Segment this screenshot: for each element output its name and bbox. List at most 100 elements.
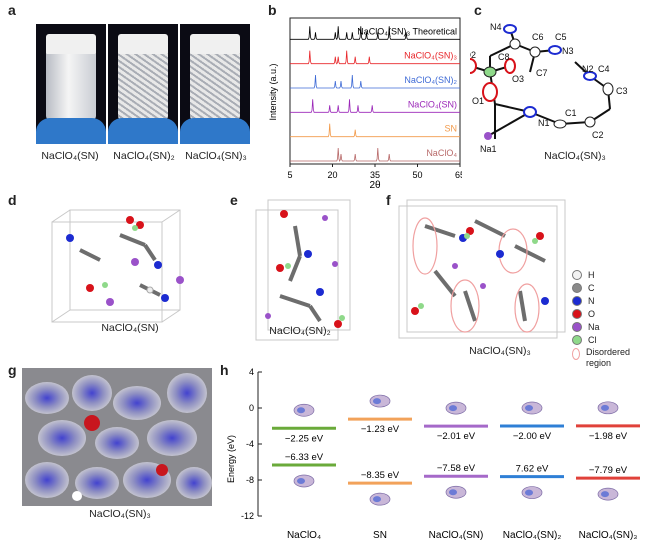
xrd-trace bbox=[290, 147, 460, 162]
crystal-structure-d bbox=[51, 209, 184, 323]
xrd-tick-label: 65 bbox=[455, 170, 462, 180]
xrd-ylabel: Intensity (a.u.) bbox=[268, 63, 278, 120]
svg-text:C3: C3 bbox=[616, 86, 628, 96]
charge-density-image bbox=[22, 368, 212, 506]
legend-swatch-ring bbox=[572, 348, 580, 360]
energy-value-label: −8.35 eV bbox=[361, 470, 400, 481]
orbital-lobe bbox=[601, 491, 609, 498]
legend-label: Cl bbox=[588, 334, 597, 345]
xrd-trace-label: SN bbox=[444, 124, 457, 134]
legend-label: O bbox=[588, 308, 596, 319]
xrd-trace bbox=[290, 123, 460, 138]
svg-text:O2: O2 bbox=[470, 50, 476, 60]
xrd-trace-label: NaClO₄(SN)₂ bbox=[404, 75, 457, 85]
svg-text:O3: O3 bbox=[512, 74, 524, 84]
panel-a-caption-2: NaClO₄(SN)₂ bbox=[113, 150, 175, 162]
energy-tick-label: -8 bbox=[246, 475, 254, 485]
xrd-trace bbox=[290, 50, 460, 65]
energy-value-label: −2.01 eV bbox=[437, 431, 476, 442]
xrd-trace bbox=[290, 99, 460, 113]
energy-ylabel: Energy (eV) bbox=[226, 435, 236, 483]
crystal-structure-e bbox=[255, 199, 351, 341]
xrd-chart: Intensity (a.u.) 2θ 5 20 35 50 65 NaClO₄(SN)… bbox=[268, 17, 462, 191]
svg-text:C4: C4 bbox=[598, 64, 610, 74]
energy-tick-label: -12 bbox=[241, 511, 254, 521]
energy-category-label: SN bbox=[373, 530, 387, 541]
energy-value-label: −2.00 eV bbox=[513, 431, 552, 442]
legend-swatch bbox=[572, 295, 582, 306]
xrd-tick-label: 50 bbox=[412, 170, 422, 180]
orbital-lobe bbox=[373, 398, 381, 405]
panel-c-letter: c bbox=[474, 2, 482, 18]
svg-text:C1: C1 bbox=[565, 108, 577, 118]
ortep-atoms bbox=[470, 24, 614, 140]
legend-label: N bbox=[588, 295, 595, 306]
svg-text:C2: C2 bbox=[592, 130, 604, 140]
legend-item: N bbox=[572, 294, 638, 307]
panel-h-letter: h bbox=[220, 362, 229, 378]
ortep-atom-labels: N4 C5 C6 N3 O2 C8 O3 C7 N2 C4 C3 O1 C1 N… bbox=[470, 22, 628, 154]
energy-tick-label: -4 bbox=[246, 439, 254, 449]
xrd-trace-label: NaClO₄(SN)₃ bbox=[404, 51, 457, 61]
svg-text:N4: N4 bbox=[490, 22, 502, 32]
xrd-xlabel: 2θ bbox=[369, 180, 381, 191]
orbital-lobe bbox=[449, 405, 457, 412]
xrd-tick-label: 35 bbox=[370, 170, 380, 180]
xrd-tick-label: 5 bbox=[287, 170, 292, 180]
legend-swatch bbox=[572, 282, 582, 293]
panel-a-caption-1: NaClO₄(SN) bbox=[41, 150, 99, 162]
svg-text:C8: C8 bbox=[498, 52, 510, 62]
energy-value-label: 7.62 eV bbox=[516, 464, 549, 475]
svg-text:C7: C7 bbox=[536, 68, 548, 78]
energy-value-label: −7.58 eV bbox=[437, 463, 476, 474]
energy-category-label: NaClO₄(SN)₂ bbox=[503, 530, 562, 541]
svg-text:Na1: Na1 bbox=[480, 144, 497, 154]
vial-photo-1 bbox=[36, 24, 106, 144]
energy-value-label: −1.98 eV bbox=[589, 431, 628, 442]
energy-category-label: NaClO₄ bbox=[287, 530, 321, 541]
svg-text:N1: N1 bbox=[538, 118, 550, 128]
legend-item: C bbox=[572, 281, 638, 294]
crystal-structure-f bbox=[398, 199, 566, 339]
legend-swatch bbox=[572, 308, 582, 319]
panel-a-letter: a bbox=[8, 2, 16, 18]
energy-value-label: −6.33 eV bbox=[285, 452, 324, 463]
vial-photo-3 bbox=[180, 24, 250, 144]
panel-g-letter: g bbox=[8, 362, 17, 378]
energy-tick-label: 0 bbox=[249, 403, 254, 413]
xrd-trace bbox=[290, 74, 460, 89]
legend-swatch bbox=[572, 321, 582, 332]
orbital-lobe bbox=[449, 489, 457, 496]
xrd-trace-label: NaClO₄(SN) bbox=[408, 99, 457, 109]
panel-g-caption: NaClO₄(SN)₃ bbox=[89, 508, 151, 520]
energy-category-label: NaClO₄(SN)₃ bbox=[579, 530, 638, 541]
panel-f-letter: f bbox=[386, 192, 391, 208]
legend-item: H bbox=[572, 268, 638, 281]
legend-swatch bbox=[572, 269, 582, 280]
orbital-lobe bbox=[525, 405, 533, 411]
panel-d-caption: NaClO₄(SN) bbox=[101, 322, 159, 334]
orbital-lobe bbox=[601, 404, 609, 411]
legend-label: H bbox=[588, 269, 595, 280]
orbital-lobe bbox=[297, 407, 305, 414]
xrd-trace-label: NaClO₄(SN)₃ Theoretical bbox=[357, 26, 457, 36]
energy-tick-label: 4 bbox=[249, 367, 254, 377]
panel-e-caption: NaClO₄(SN)₂ bbox=[269, 325, 331, 337]
xrd-tick-label: 20 bbox=[327, 170, 337, 180]
legend-label: Na bbox=[588, 321, 600, 332]
disordered-regions bbox=[412, 217, 540, 333]
legend-item-disordered: Disordered region bbox=[572, 347, 638, 369]
ortep-structure: N4 C5 C6 N3 O2 C8 O3 C7 N2 C4 C3 O1 C1 N… bbox=[470, 22, 628, 154]
xrd-frame bbox=[289, 17, 461, 165]
energy-value-label: −1.23 eV bbox=[361, 424, 400, 435]
legend-label-disordered: Disordered region bbox=[586, 347, 631, 368]
energy-category-label: NaClO₄(SN) bbox=[429, 530, 484, 541]
svg-text:C6: C6 bbox=[532, 32, 544, 42]
svg-text:O1: O1 bbox=[472, 96, 484, 106]
legend-item: Na bbox=[572, 320, 638, 333]
panel-f-caption: NaClO₄(SN)₃ bbox=[469, 345, 531, 357]
panel-b-letter: b bbox=[268, 2, 277, 18]
energy-value-label: −7.79 eV bbox=[589, 465, 628, 476]
legend-item: Cl bbox=[572, 333, 638, 346]
